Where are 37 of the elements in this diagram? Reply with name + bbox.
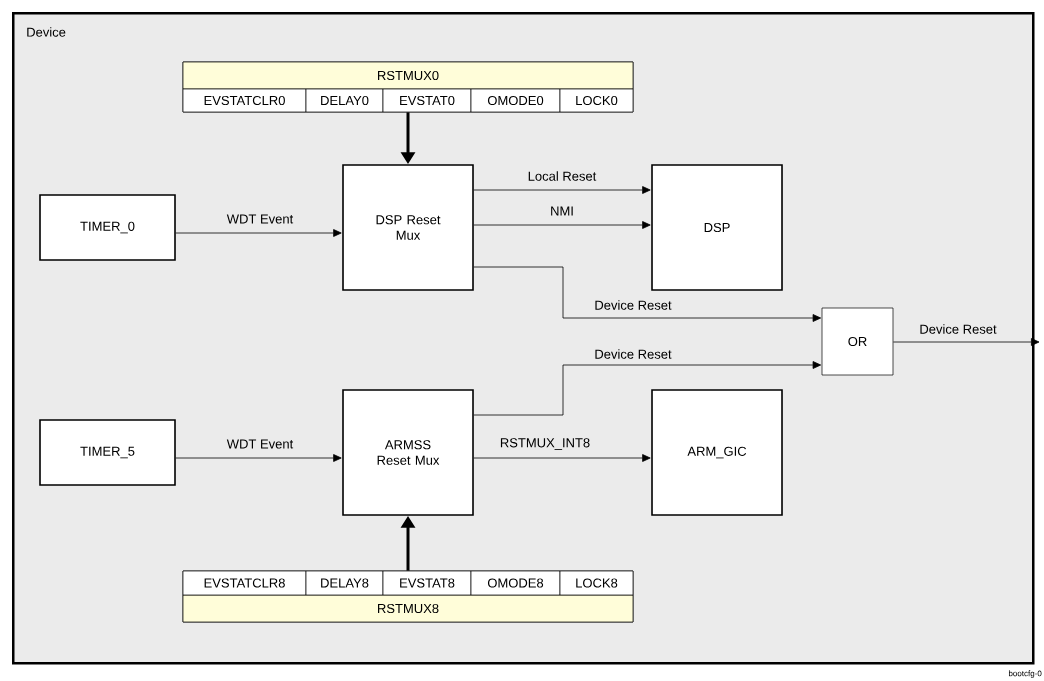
register-field: LOCK0 bbox=[559, 88, 634, 113]
signal-arrow bbox=[473, 266, 822, 322]
frame-title: Device bbox=[27, 27, 66, 37]
signal-label: Device Reset bbox=[595, 349, 672, 359]
signal-label: WDT Event bbox=[226, 214, 294, 224]
signal-arrow bbox=[473, 186, 651, 194]
register-name: RSTMUX0 bbox=[182, 61, 634, 90]
register-field: OMODE8 bbox=[470, 570, 561, 596]
signal-label: NMI bbox=[551, 206, 573, 216]
block-box: ARMSS Reset Mux bbox=[342, 389, 474, 516]
signal-label: Device Reset bbox=[920, 324, 997, 334]
signal-label: Local Reset bbox=[528, 171, 597, 181]
register-field: EVSTAT0 bbox=[382, 88, 472, 113]
register-field: LOCK8 bbox=[559, 570, 634, 596]
gate-box: OR bbox=[821, 307, 894, 376]
block-box: DSP Reset Mux bbox=[342, 164, 474, 291]
signal-label: WDT Event bbox=[226, 439, 294, 449]
signal-arrow bbox=[473, 361, 822, 416]
figure-id: bootcfg-0 bbox=[1008, 670, 1042, 678]
register-field: EVSTATCLR0 bbox=[182, 88, 307, 113]
block-box: TIMER_5 bbox=[39, 419, 176, 486]
signal-arrow bbox=[892, 338, 1040, 346]
block-box: ARM_GIC bbox=[651, 389, 783, 516]
signal-arrow bbox=[473, 221, 651, 229]
signal-arrow bbox=[473, 454, 651, 462]
register-field: OMODE0 bbox=[470, 88, 561, 113]
register-field: DELAY8 bbox=[305, 570, 384, 596]
signal-arrow bbox=[175, 454, 342, 462]
register-name: RSTMUX8 bbox=[182, 594, 634, 623]
signal-label: RSTMUX_INT8 bbox=[500, 438, 590, 450]
block-box: TIMER_0 bbox=[39, 194, 176, 261]
register-field: EVSTATCLR8 bbox=[182, 570, 307, 596]
block-box: DSP bbox=[651, 164, 783, 291]
register-field: DELAY0 bbox=[305, 88, 384, 113]
signal-arrow bbox=[175, 229, 342, 237]
signal-label: Device Reset bbox=[595, 300, 672, 310]
register-field: EVSTAT8 bbox=[382, 570, 472, 596]
